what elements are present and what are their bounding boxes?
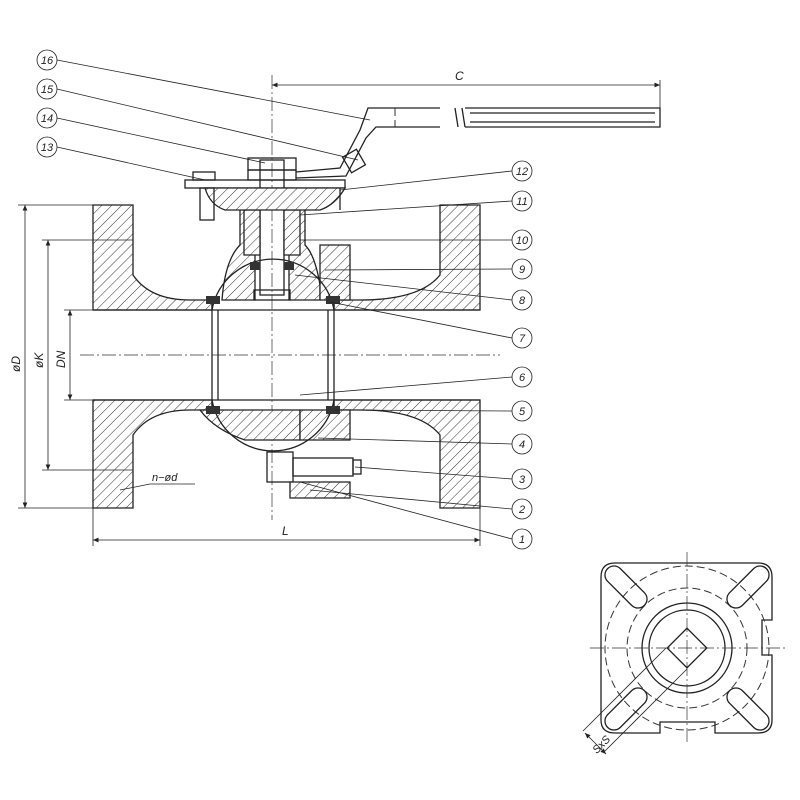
callout-number: 12 xyxy=(516,166,528,178)
callout-number: 6 xyxy=(519,372,526,384)
callout-number: 5 xyxy=(519,406,526,418)
callout-number: 2 xyxy=(518,504,525,516)
callout-number: 1 xyxy=(519,534,525,546)
leader-line xyxy=(56,59,371,121)
leader-line xyxy=(329,301,513,339)
ball xyxy=(211,258,335,452)
callout-number: 16 xyxy=(41,55,54,67)
end-cap-bottom xyxy=(299,409,351,441)
callout-balloon xyxy=(36,78,58,100)
body-joint xyxy=(319,244,351,301)
dimension-lines xyxy=(18,80,661,546)
leader-line xyxy=(334,409,513,412)
callout-number: 14 xyxy=(41,113,53,125)
dim-l-label: L xyxy=(282,524,289,538)
stem xyxy=(243,159,301,301)
callout-balloon xyxy=(36,107,58,129)
leader-line xyxy=(56,88,359,161)
dim-ok-label: øK xyxy=(32,352,46,368)
callout-balloon xyxy=(511,433,533,455)
dim-c-label: C xyxy=(455,69,464,83)
leader-line xyxy=(56,117,266,164)
callout-balloon xyxy=(511,327,533,349)
callout-number: 3 xyxy=(519,474,526,486)
callout-balloon xyxy=(511,366,533,388)
callout-number: 9 xyxy=(519,264,525,276)
callout-balloon xyxy=(36,136,58,158)
dim-bolt-holes-label: n−ød xyxy=(152,472,178,484)
callout-number: 11 xyxy=(516,196,527,208)
leader-line xyxy=(317,437,513,445)
leader-line xyxy=(299,200,513,216)
callout-balloon xyxy=(511,528,533,550)
dim-od-label: øD xyxy=(9,356,23,372)
leader-line xyxy=(299,481,513,540)
top-view-mounting-pad xyxy=(582,552,785,755)
callout-number: 10 xyxy=(516,235,529,247)
callout-number: 15 xyxy=(41,84,54,96)
leader-line xyxy=(294,274,513,301)
bottom-bolt xyxy=(266,451,362,499)
left-flange xyxy=(92,204,213,509)
handle xyxy=(295,107,661,179)
callout-balloon xyxy=(511,160,533,182)
leader-line xyxy=(309,489,513,510)
callout-balloon xyxy=(511,498,533,520)
callout-number: 13 xyxy=(41,142,54,154)
right-flange xyxy=(333,204,481,509)
callout-number: 8 xyxy=(519,295,526,307)
callout-balloon xyxy=(36,49,58,71)
stop-plate xyxy=(184,157,347,221)
callout-number: 7 xyxy=(519,333,526,345)
body-bottom xyxy=(198,409,301,441)
callout-number: 4 xyxy=(519,439,525,451)
seats xyxy=(206,296,340,414)
callout-balloon xyxy=(511,289,533,311)
leader-line xyxy=(339,170,513,191)
leader-line xyxy=(56,146,206,181)
callout-balloon xyxy=(511,190,533,212)
callout-balloon xyxy=(511,229,533,251)
leader-line xyxy=(354,466,513,480)
callout-balloon xyxy=(511,400,533,422)
dim-dn-label: DN xyxy=(54,350,68,368)
leader-line xyxy=(324,268,513,271)
dim-sxs-label: SxS xyxy=(590,733,613,756)
callout-balloon xyxy=(511,258,533,280)
callout-balloon xyxy=(511,468,533,490)
leader-line xyxy=(299,376,513,396)
